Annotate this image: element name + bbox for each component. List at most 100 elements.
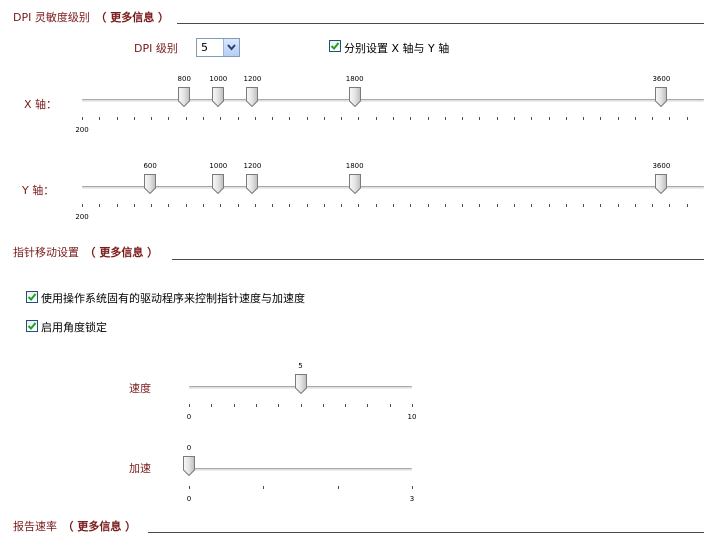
slider-tick xyxy=(341,117,342,120)
slider-tick xyxy=(428,117,429,120)
slider-tick xyxy=(323,404,324,407)
angle-snap-label: 启用角度锁定 xyxy=(41,321,107,334)
slider-min-label: 200 xyxy=(75,126,89,134)
report-more-info-link[interactable]: （ 更多信息 ） xyxy=(62,520,137,533)
slider-tick xyxy=(238,204,239,207)
slider-tick xyxy=(278,404,279,407)
os-driver-label: 使用操作系统固有的驱动程序来控制指针速度与加速度 xyxy=(41,292,305,305)
dpi-level-select[interactable]: 5 xyxy=(196,38,240,57)
slider-value-label: 0 xyxy=(186,444,192,452)
slider-tick xyxy=(600,117,601,120)
slider-tick xyxy=(307,117,308,120)
slider-tick xyxy=(186,117,187,120)
separate-xy-label: 分别设置 X 轴与 Y 轴 xyxy=(344,42,450,55)
slider-tick xyxy=(583,117,584,120)
slider-tick xyxy=(301,404,302,407)
slider-tick xyxy=(263,486,264,489)
slider-tick xyxy=(358,117,359,120)
dpi-stop-thumb[interactable] xyxy=(348,87,361,108)
slider-tick xyxy=(367,404,368,407)
slider-thumb[interactable] xyxy=(183,456,195,477)
slider-tick xyxy=(514,117,515,120)
slider-tick xyxy=(345,404,346,407)
report-section-title: 报告速率 （ 更多信息 ） xyxy=(13,520,136,534)
dpi-stop-thumb[interactable] xyxy=(655,174,668,195)
slider-value-label: 5 xyxy=(298,362,303,370)
slider-tick xyxy=(255,204,256,207)
slider-tick xyxy=(462,117,463,120)
y-axis-label: Y 轴： xyxy=(22,184,55,197)
slider-tick xyxy=(151,117,152,120)
slider-tick xyxy=(307,204,308,207)
slider-track xyxy=(82,186,704,190)
dpi-stop-thumb[interactable] xyxy=(144,174,157,195)
slider-tick xyxy=(514,204,515,207)
chevron-down-icon[interactable] xyxy=(223,39,239,56)
dpi-section-divider xyxy=(177,23,704,24)
dpi-stop-thumb[interactable] xyxy=(246,87,259,108)
acceleration-label: 加速 xyxy=(129,462,151,475)
slider-tick xyxy=(134,117,135,120)
dpi-stop-thumb[interactable] xyxy=(348,174,361,195)
dpi-stop-thumb[interactable] xyxy=(212,174,225,195)
slider-tick xyxy=(220,204,221,207)
slider-tick xyxy=(410,117,411,120)
pointer-section-title-text: 指针移动设置 xyxy=(13,246,79,259)
slider-tick xyxy=(272,117,273,120)
slider-tick xyxy=(82,204,83,207)
slider-min-label: 200 xyxy=(75,213,89,221)
dpi-stop-thumb[interactable] xyxy=(178,87,191,108)
report-section-divider xyxy=(148,532,704,533)
slider-tick xyxy=(669,204,670,207)
separate-xy-checkbox[interactable] xyxy=(329,40,341,52)
slider-tick xyxy=(376,204,377,207)
dpi-more-info-link[interactable]: （ 更多信息 ） xyxy=(95,11,170,24)
slider-tick xyxy=(497,117,498,120)
dpi-stop-label: 800 xyxy=(177,75,191,83)
slider-min-label: 0 xyxy=(186,413,192,421)
slider-tick xyxy=(635,117,636,120)
slider-min-label: 0 xyxy=(186,495,192,503)
slider-tick xyxy=(410,204,411,207)
slider-tick xyxy=(134,204,135,207)
slider-tick xyxy=(289,204,290,207)
slider-tick xyxy=(117,117,118,120)
dpi-section-title-text: DPI 灵敏度级别 xyxy=(13,11,90,24)
slider-tick xyxy=(669,117,670,120)
dpi-stop-label: 1000 xyxy=(209,162,228,170)
slider-tick xyxy=(211,404,212,407)
dpi-stop-label: 3600 xyxy=(652,75,671,83)
dpi-stop-thumb[interactable] xyxy=(246,174,259,195)
slider-tick xyxy=(324,204,325,207)
slider-max-label: 10 xyxy=(407,413,417,421)
slider-tick xyxy=(531,204,532,207)
checkmark-icon xyxy=(27,322,37,330)
slider-tick xyxy=(341,204,342,207)
slider-tick xyxy=(376,117,377,120)
slider-tick xyxy=(324,117,325,120)
slider-tick xyxy=(412,486,413,489)
pointer-section-divider xyxy=(172,259,704,260)
slider-tick xyxy=(203,204,204,207)
slider-tick xyxy=(549,117,550,120)
dpi-stop-thumb[interactable] xyxy=(212,87,225,108)
slider-thumb[interactable] xyxy=(294,374,307,395)
dpi-stop-label: 1000 xyxy=(209,75,228,83)
slider-tick xyxy=(566,204,567,207)
slider-tick xyxy=(445,204,446,207)
pointer-section-title: 指针移动设置 （ 更多信息 ） xyxy=(13,246,158,260)
angle-snap-checkbox[interactable] xyxy=(26,320,38,332)
os-driver-checkbox[interactable] xyxy=(26,291,38,303)
dpi-stop-thumb[interactable] xyxy=(655,87,668,108)
dpi-stop-label: 1200 xyxy=(243,75,262,83)
slider-tick xyxy=(189,404,190,407)
dpi-level-label: DPI 级别 xyxy=(134,42,178,55)
slider-max-label: 3 xyxy=(409,495,415,503)
slider-tick xyxy=(289,117,290,120)
slider-tick xyxy=(168,117,169,120)
slider-tick xyxy=(600,204,601,207)
pointer-more-info-link[interactable]: （ 更多信息 ） xyxy=(84,246,159,259)
speed-label: 速度 xyxy=(129,382,151,395)
slider-tick xyxy=(618,117,619,120)
slider-tick xyxy=(412,404,413,407)
